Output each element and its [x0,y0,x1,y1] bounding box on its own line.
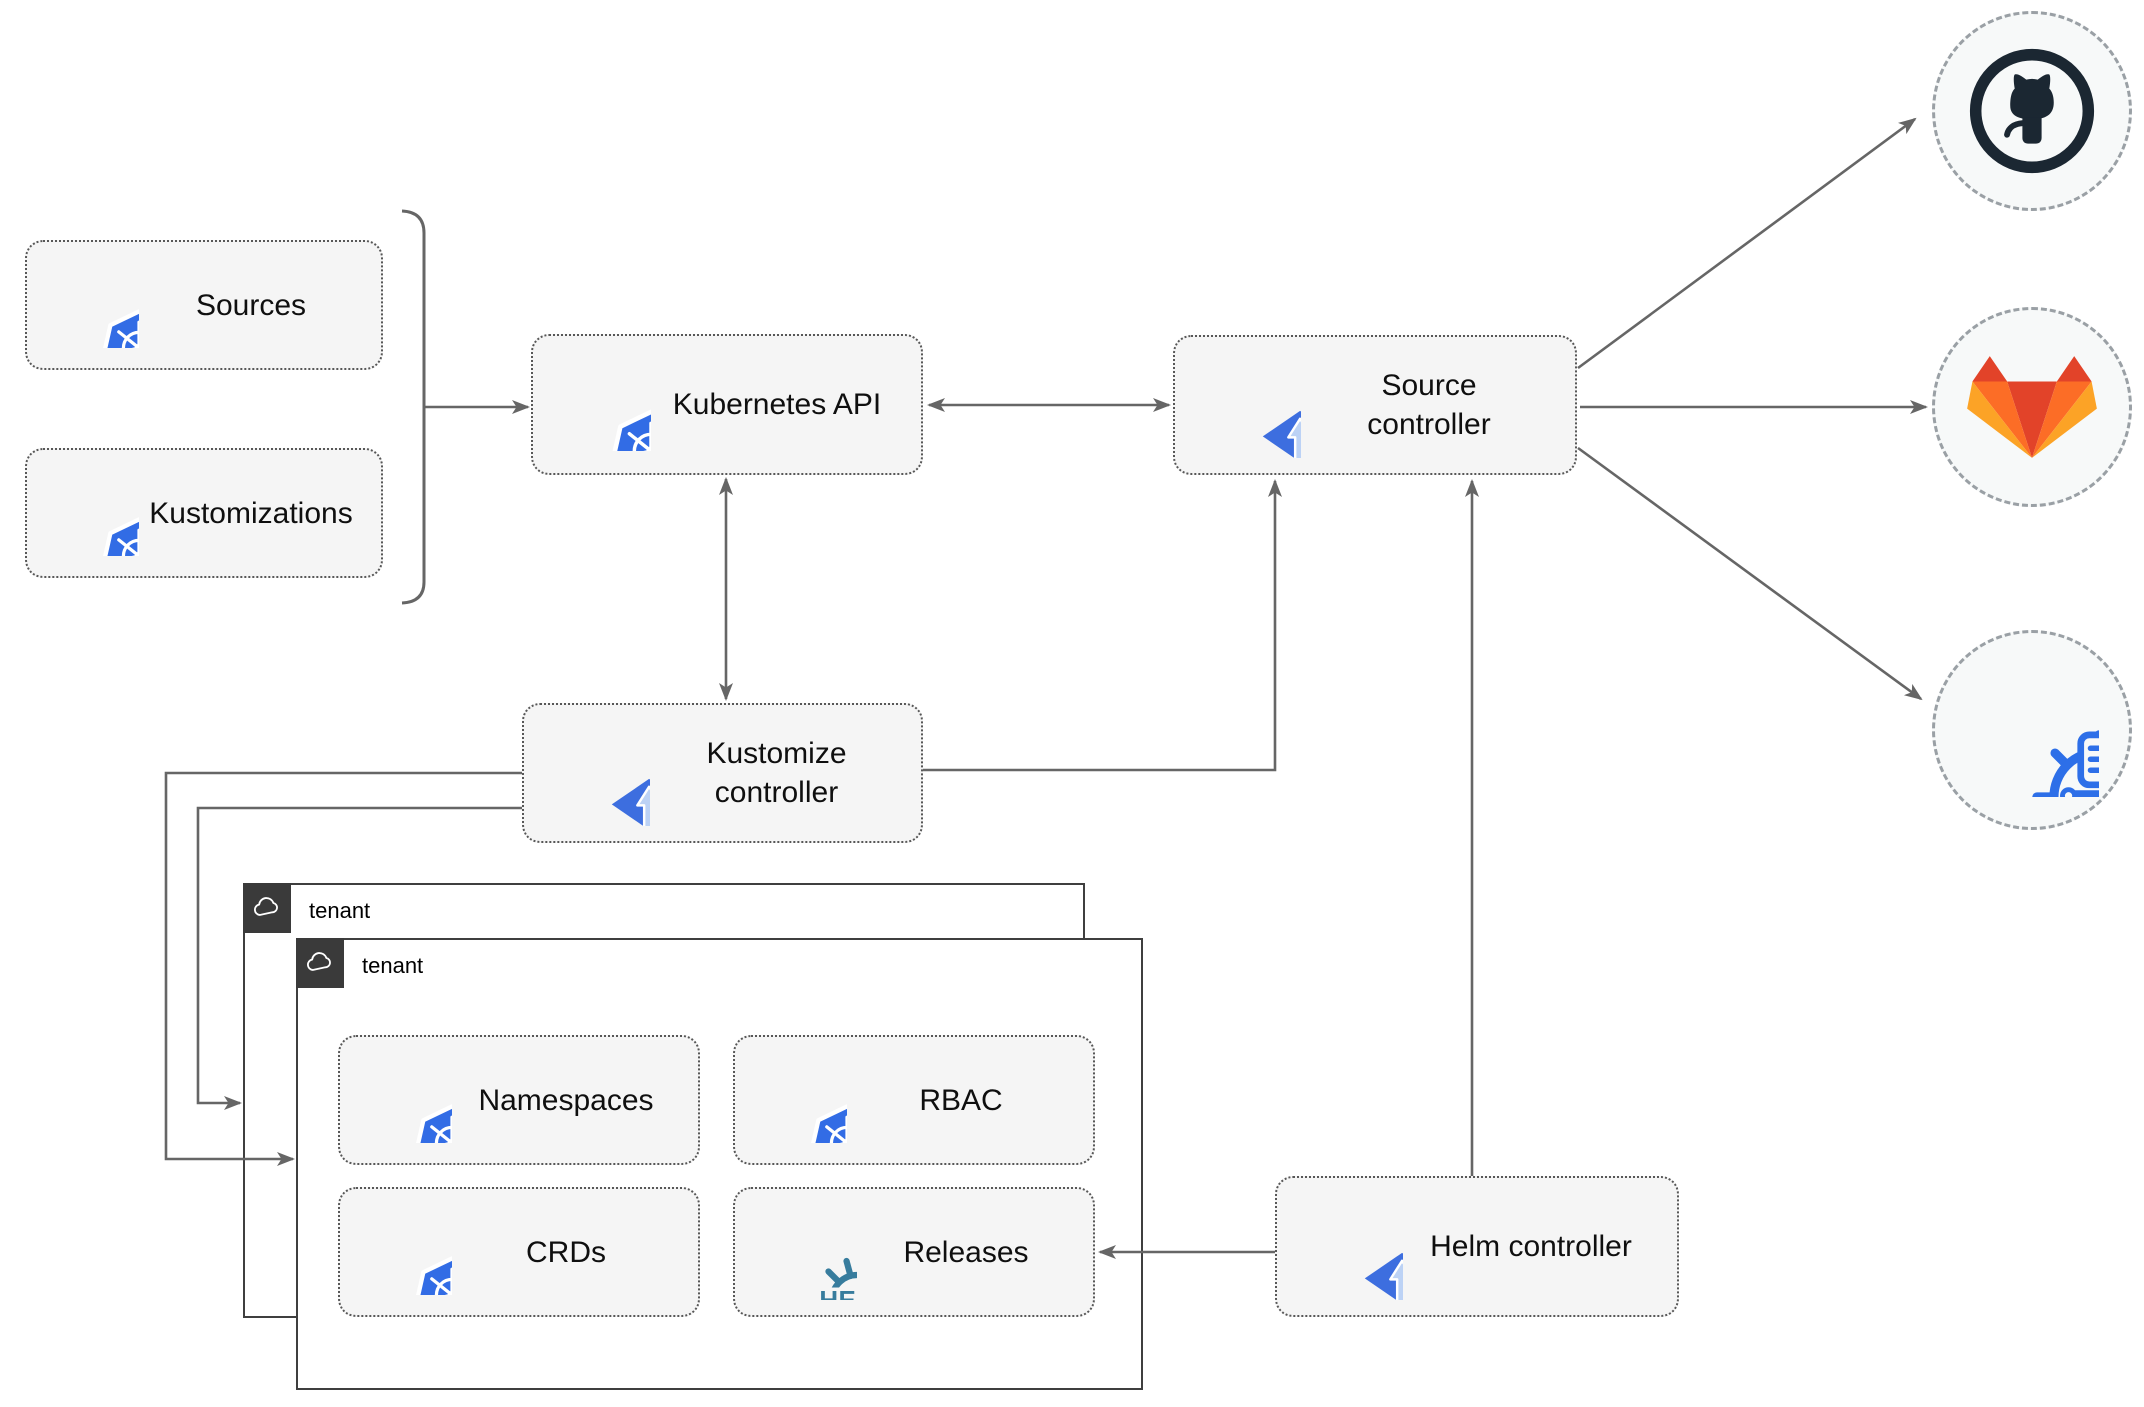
node-label: Kustomize controller [706,737,847,809]
node-helm-controller: Helm controller [1275,1176,1679,1317]
kubernetes-icon [559,359,651,451]
node-label: Sources [195,288,307,322]
node-label: CRDs [526,1235,606,1269]
kubernetes-icon [53,470,139,556]
kubernetes-icon [366,1057,452,1143]
endpoint-github [1932,11,2132,211]
node-label: Releases [903,1235,1029,1269]
node-kustomize-controller: Kustomize controller [522,703,923,843]
inner-tenant-label: tenant [362,953,424,978]
node-label: Kustomizations [149,496,353,530]
flux-icon [550,720,650,826]
node-label: Kubernetes API [672,388,882,421]
cloud-icon [305,951,335,975]
kubernetes-icon [366,1209,452,1295]
kubernetes-icon [761,1057,847,1143]
node-namespaces: Namespaces [338,1035,700,1165]
gitlab-tanuki-icon [1966,348,2098,466]
kubernetes-icon [53,262,139,348]
outer-tenant-label: tenant [309,898,371,923]
node-releases: Releases [733,1187,1095,1317]
helm-icon [761,1204,857,1300]
node-label: Namespaces [478,1083,654,1117]
node-kubernetes-api: Kubernetes API [531,334,923,475]
node-source-controller: Source controller [1173,335,1577,475]
flux-icon [1303,1194,1403,1300]
artifact-registry-icon [1965,663,2099,797]
edge-source-to-registry [1577,446,1923,701]
inner-tenant-tab [296,938,344,988]
node-label: Source controller [1367,369,1491,441]
edge-kustomize-to-source-controller [923,479,1282,772]
node-label: Helm controller [1430,1230,1632,1263]
node-sources: Sources [25,240,383,370]
flux-icon [1201,352,1301,458]
grouping-bracket [401,209,426,605]
endpoint-registry [1932,630,2132,830]
outer-tenant-tab [243,883,291,933]
node-rbac: RBAC [733,1035,1095,1165]
node-label: RBAC [919,1083,1003,1117]
endpoint-gitlab [1932,307,2132,507]
github-octocat-icon [1968,47,2096,175]
node-crds: CRDs [338,1187,700,1317]
node-kustomizations: Kustomizations [25,448,383,578]
edge-source-to-github [1577,117,1917,370]
cloud-icon [252,896,282,920]
